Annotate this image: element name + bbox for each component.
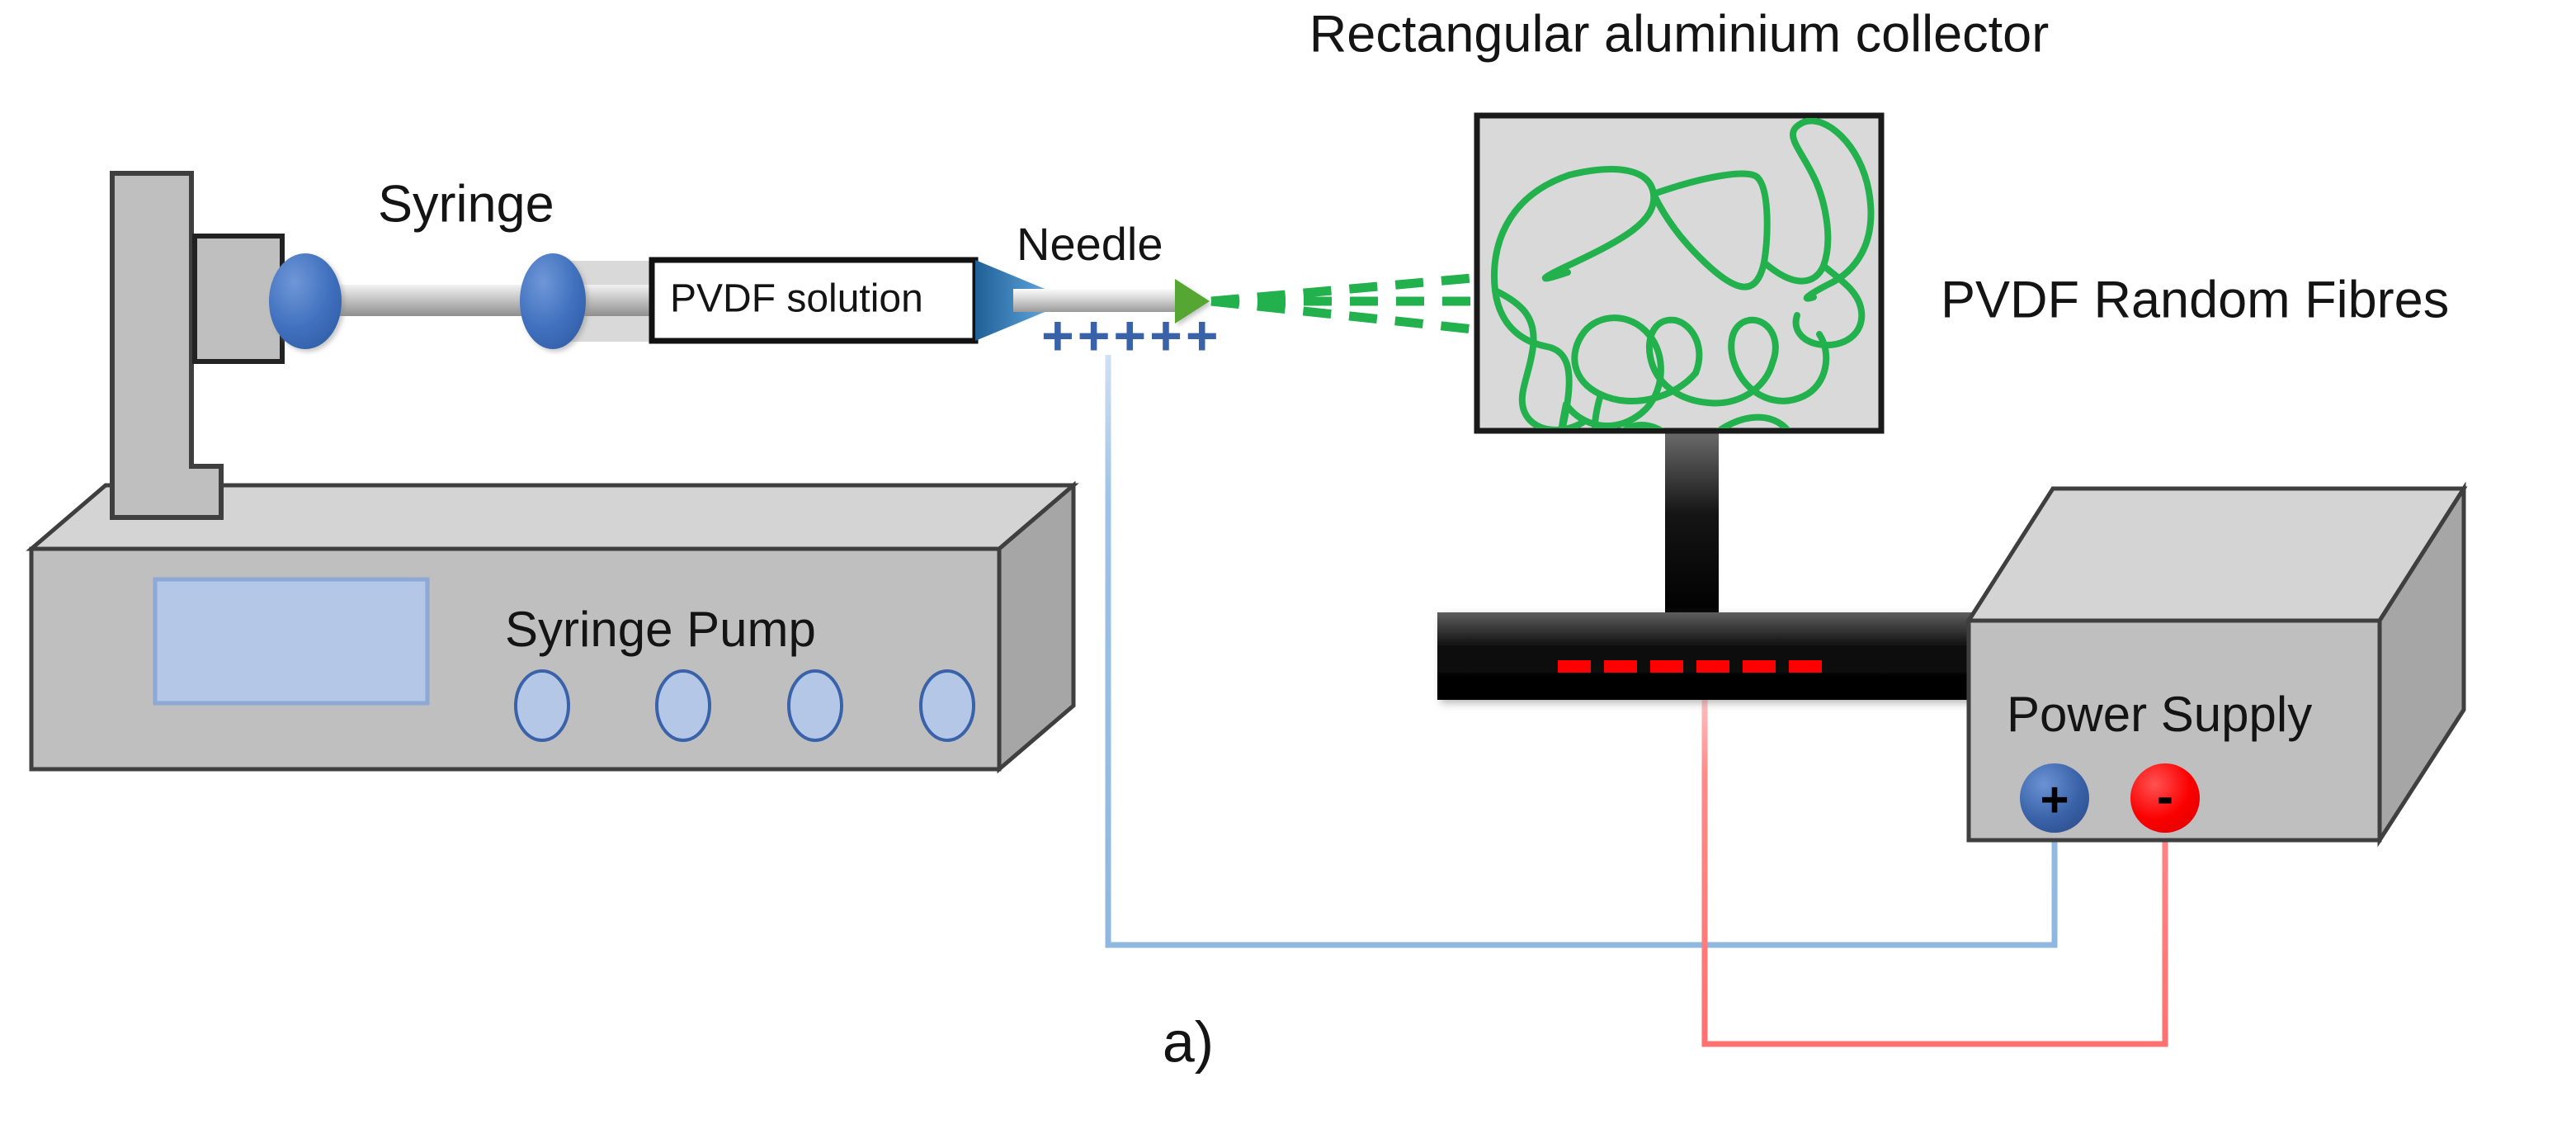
collector-title: Rectangular aluminium collector	[1309, 6, 2049, 64]
negative-wire	[1701, 685, 2168, 1047]
syringe-label: Syringe	[378, 176, 554, 234]
power-supply[interactable]: Power Supply + -	[1965, 481, 2468, 848]
solution-chamber	[649, 257, 979, 344]
positive-charge-symbols: +++++	[1041, 305, 1222, 367]
positive-terminal[interactable]: +	[2020, 763, 2089, 833]
pump-button-3[interactable]	[787, 669, 843, 742]
supply-label: Power Supply	[2007, 687, 2312, 742]
plunger-seal	[520, 253, 586, 349]
syringe-stand	[110, 171, 285, 520]
pump-button-2[interactable]	[655, 669, 711, 742]
panel-label: a)	[1163, 1009, 1214, 1074]
syringe-pump[interactable]: Syringe Pump	[26, 480, 1079, 774]
supply-top-face	[1965, 486, 2468, 623]
jet-stream-lower	[1210, 296, 1482, 335]
needle-label: Needle	[1017, 218, 1163, 270]
needle-shaft	[1013, 289, 1180, 312]
solution-label: PVDF solution	[670, 277, 923, 321]
random-fibres	[1491, 118, 1875, 428]
stand-clamp-block	[192, 234, 285, 364]
positive-wire	[1105, 355, 2058, 948]
needle-tip	[1175, 279, 1210, 324]
negative-charge-symbols	[1558, 660, 1822, 673]
stand-post	[110, 171, 224, 520]
pump-button-1[interactable]	[514, 669, 570, 742]
pump-label: Syringe Pump	[505, 602, 816, 657]
negative-terminal-glyph: -	[2157, 769, 2173, 824]
collector-post	[1665, 429, 1719, 617]
syringe-assembly: PVDF solution Syringe Needle +++++	[269, 176, 1222, 367]
pump-button-4[interactable]	[919, 669, 975, 742]
collector-base	[1437, 612, 1987, 700]
collector-assembly: Rectangular aluminium collector PVDF Ran…	[1309, 6, 2449, 700]
pump-display	[153, 577, 430, 706]
plunger-thumb-pad	[269, 253, 342, 349]
collector-plate	[1474, 112, 1885, 434]
wiring-group	[1105, 355, 2168, 1047]
fibres-label: PVDF Random Fibres	[1941, 272, 2449, 329]
jet-stream-upper	[1210, 272, 1482, 306]
negative-terminal[interactable]: -	[2130, 763, 2200, 833]
positive-terminal-glyph: +	[2040, 772, 2069, 828]
electrospinning-jet	[1210, 272, 1482, 335]
